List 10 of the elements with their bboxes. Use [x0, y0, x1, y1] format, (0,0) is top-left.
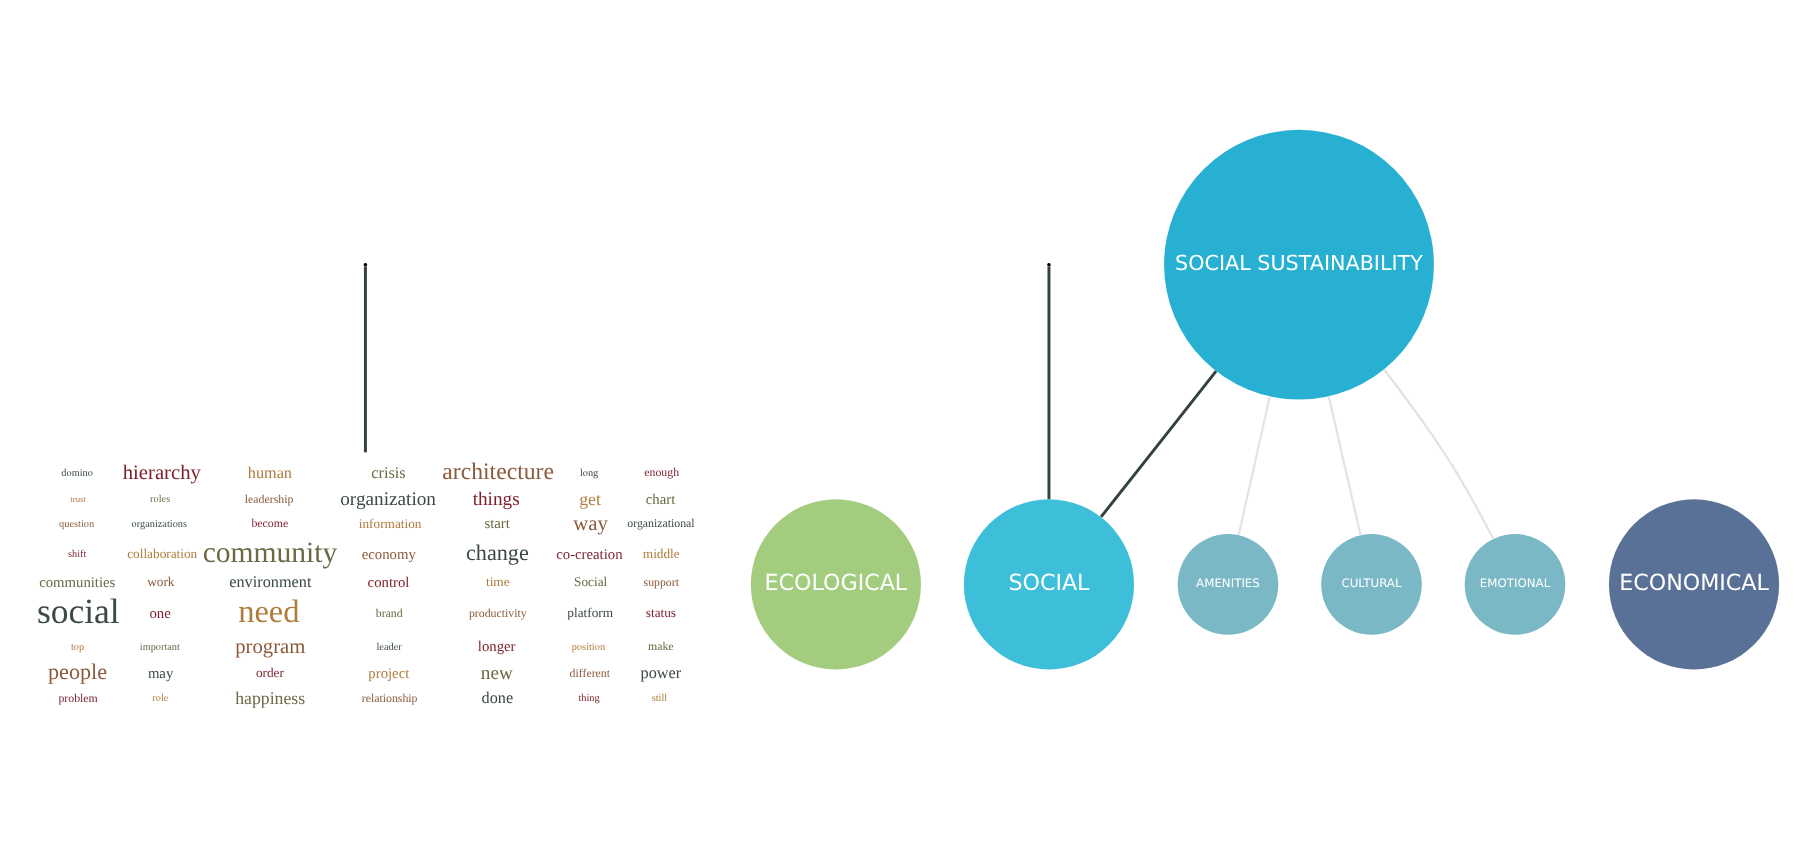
node-circle: ECOLOGICAL [750, 499, 921, 670]
connector [1237, 396, 1271, 536]
node-circle: SOCIAL [963, 499, 1135, 670]
node-circle: ECONOMICAL [1608, 499, 1780, 670]
connector [1047, 266, 1051, 500]
connector [1383, 368, 1495, 539]
connector [1327, 396, 1362, 536]
node-circle: SOCIAL SUSTAINABILITY [1164, 129, 1434, 400]
connector [1099, 370, 1218, 518]
connector [363, 266, 367, 453]
